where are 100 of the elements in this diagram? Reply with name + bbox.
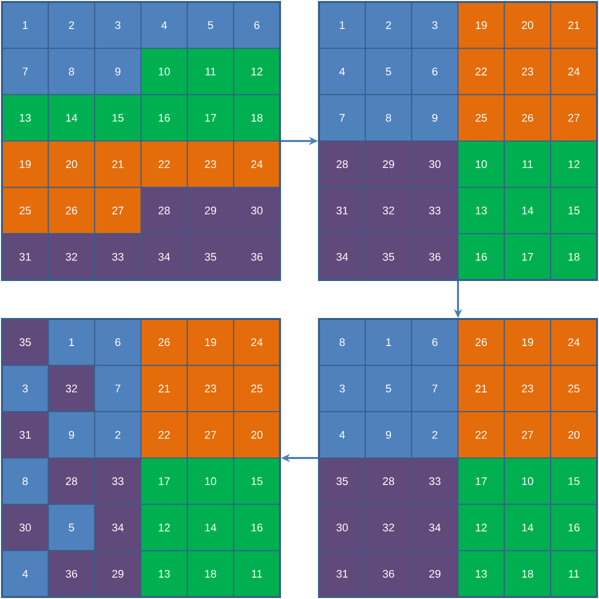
- number-cell: 24: [550, 48, 598, 96]
- number-cell: 3: [318, 364, 366, 412]
- number-cell: 17: [458, 458, 505, 505]
- number-cell: 9: [411, 94, 458, 142]
- number-cell: 3: [411, 2, 458, 49]
- number-cell: 34: [318, 233, 366, 280]
- number-cell: 14: [48, 94, 96, 142]
- number-cell: 36: [233, 233, 280, 280]
- grid-frame: [318, 1, 598, 281]
- number-cell: 28: [140, 186, 188, 234]
- number-cell: 25: [458, 94, 505, 142]
- number-cell: 20: [48, 140, 96, 188]
- number-cell: 4: [140, 2, 188, 49]
- number-cell: 27: [94, 186, 142, 234]
- number-cell: 18: [233, 94, 280, 142]
- number-cell: 29: [186, 186, 234, 234]
- number-cell: 24: [233, 318, 280, 366]
- number-cell: 22: [140, 140, 188, 188]
- number-cell: 25: [550, 364, 598, 412]
- number-cell: 2: [94, 411, 142, 458]
- number-cell: 6: [94, 318, 142, 366]
- number-cell: 13: [458, 186, 505, 234]
- number-cell: 11: [186, 48, 234, 96]
- number-cell: 28: [48, 458, 96, 505]
- number-cell: 1: [364, 318, 412, 366]
- number-cell: 2: [364, 2, 412, 49]
- number-cell: 27: [504, 411, 552, 458]
- number-cell: 6: [411, 318, 458, 366]
- number-cell: 27: [186, 411, 234, 458]
- number-cell: 34: [411, 504, 458, 552]
- number-cell: 15: [550, 458, 598, 505]
- number-cell: 31: [318, 186, 366, 234]
- number-cell: 15: [233, 458, 280, 505]
- number-cell: 12: [140, 504, 188, 552]
- number-cell: 3: [94, 2, 142, 49]
- number-cell: 29: [364, 140, 412, 188]
- number-cell: 23: [504, 364, 552, 412]
- number-cell: 12: [458, 504, 505, 552]
- grid-frame: [318, 318, 598, 598]
- number-cell: 22: [458, 48, 505, 96]
- number-cell: 20: [233, 411, 280, 458]
- number-cell: 22: [140, 411, 188, 458]
- number-cell: 24: [550, 318, 598, 366]
- number-cell: 23: [186, 140, 234, 188]
- number-cell: 21: [140, 364, 188, 412]
- number-cell: 23: [186, 364, 234, 412]
- number-cell: 9: [94, 48, 142, 96]
- number-cell: 26: [504, 94, 552, 142]
- number-cell: 36: [411, 233, 458, 280]
- number-cell: 7: [94, 364, 142, 412]
- number-cell: 5: [186, 2, 234, 49]
- number-cell: 26: [458, 318, 505, 366]
- number-cell: 6: [411, 48, 458, 96]
- number-cell: 1: [2, 2, 49, 49]
- number-cell: 16: [550, 504, 598, 552]
- number-cell: 32: [48, 364, 96, 412]
- number-cell: 35: [364, 233, 412, 280]
- number-cell: 19: [504, 318, 552, 366]
- number-cell: 13: [140, 550, 188, 598]
- number-cell: 16: [140, 94, 188, 142]
- number-cell: 1: [318, 2, 366, 49]
- number-cell: 20: [550, 411, 598, 458]
- number-cell: 10: [504, 458, 552, 505]
- number-cell: 32: [48, 233, 96, 280]
- number-cell: 4: [318, 411, 366, 458]
- number-cell: 5: [364, 48, 412, 96]
- number-cell: 35: [186, 233, 234, 280]
- number-cell: 9: [364, 411, 412, 458]
- number-cell: 11: [504, 140, 552, 188]
- number-cell: 19: [458, 2, 505, 49]
- number-cell: 28: [318, 140, 366, 188]
- number-cell: 18: [186, 550, 234, 598]
- number-cell: 15: [94, 94, 142, 142]
- number-cell: 3: [2, 364, 49, 412]
- number-cell: 10: [140, 48, 188, 96]
- number-cell: 4: [2, 550, 49, 598]
- number-cell: 1: [48, 318, 96, 366]
- number-cell: 33: [94, 458, 142, 505]
- number-cell: 22: [458, 411, 505, 458]
- number-cell: 26: [48, 186, 96, 234]
- number-cell: 32: [364, 504, 412, 552]
- number-cell: 5: [48, 504, 96, 552]
- number-cell: 31: [2, 233, 49, 280]
- number-cell: 36: [48, 550, 96, 598]
- number-cell: 30: [411, 140, 458, 188]
- number-cell: 14: [504, 186, 552, 234]
- number-cell: 9: [48, 411, 96, 458]
- number-cell: 31: [318, 550, 366, 598]
- number-cell: 35: [318, 458, 366, 505]
- number-cell: 17: [504, 233, 552, 280]
- number-cell: 12: [550, 140, 598, 188]
- number-cell: 7: [318, 94, 366, 142]
- grid-frame: [1, 1, 281, 281]
- number-cell: 29: [94, 550, 142, 598]
- number-cell: 19: [2, 140, 49, 188]
- number-cell: 21: [94, 140, 142, 188]
- number-cell: 2: [48, 2, 96, 49]
- number-cell: 11: [550, 550, 598, 598]
- number-cell: 33: [94, 233, 142, 280]
- number-cell: 5: [364, 364, 412, 412]
